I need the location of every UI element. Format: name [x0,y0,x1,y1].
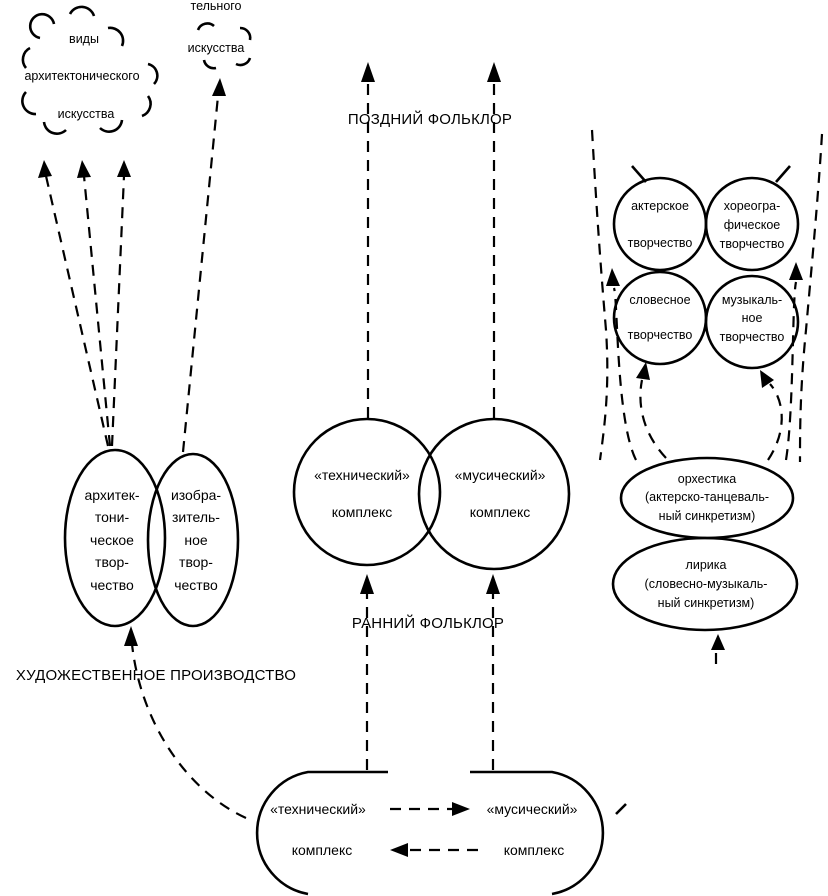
right-c2-line2: фическое [724,218,781,232]
arrows-capsule-to-center [360,574,500,770]
capsule-top-right: «мусический» [487,801,578,817]
left-pair-left-1: архитек- [84,487,139,503]
center-left-line2: комплекс [332,504,393,520]
right-c4-line2: ное [742,311,763,325]
lyric-line3: ный синкретизм) [658,596,755,610]
early-folklore-label: РАННИЙ ФОЛЬКЛОР [352,614,504,632]
flower-label-line2: архитектонического [24,69,139,83]
orchestics-line3: ный синкретизм) [659,509,756,523]
lyric-line1: лирика [686,558,727,572]
center-right-line2: комплекс [470,504,531,520]
left-pair-right-4: твор- [179,554,213,570]
right-c2-line3: творчество [720,237,785,251]
flower-fine-art: тельного искусства [188,0,252,70]
arrows-center-up [361,62,501,418]
right-c1-line2: творчество [628,236,693,250]
left-pair-right-2: зитель- [172,509,220,525]
right-c4-line3: творчество [720,330,785,344]
flower-architectonic-art: виды архитектонического искусства [21,5,159,135]
left-pair-left-5: чество [90,577,134,593]
left-pair-right-5: чество [174,577,218,593]
flower-label-line3: искусства [58,107,115,121]
flower-mid-label-line2: искусства [188,41,245,55]
capsule-bottom-left: комплекс [292,842,353,858]
left-pair-left-3: ческое [90,532,134,548]
center-complex-pair: «технический» комплекс «мусический» комп… [292,417,571,571]
bottom-capsule: «технический» «мусический» комплекс комп… [255,770,627,896]
lyric-line2: (словесно-музыкаль- [645,577,768,591]
right-c3-line2: творчество [628,328,693,342]
late-folklore-label: ПОЗДНИЙ ФОЛЬКЛОР [348,110,512,128]
arrows-to-flowers [38,78,226,453]
left-pair-left-2: тони- [95,509,130,525]
right-c1-line1: актерское [631,199,689,213]
flower-label-line1: виды [69,32,99,46]
center-left-line1: «технический» [314,467,410,483]
left-pair-left-4: твор- [95,554,129,570]
art-production-label: ХУДОЖЕСТВЕННОЕ ПРОИЗВОДСТВО [16,667,296,684]
right-c4-line1: музыкаль- [722,293,782,307]
orchestics-line2: (актерско-танцеваль- [645,490,769,504]
left-creativity-pair: архитек- тони- ческое твор- чество изобр… [63,448,240,628]
orchestics-line1: орхестика [678,472,737,486]
capsule-top-left: «технический» [270,801,366,817]
right-c3-line1: словесное [629,293,690,307]
capsule-bottom-right: комплекс [504,842,565,858]
right-creativity-group: актерское творчество хореогра- фическое … [590,129,824,664]
arrow-capsule-to-left-pair [124,626,247,819]
left-pair-right-1: изобра- [171,487,221,503]
left-pair-right-3: ное [184,532,208,548]
center-right-line1: «мусический» [455,467,546,483]
right-c2-line1: хореогра- [724,199,781,213]
flower-mid-label-line1: тельного [190,0,241,13]
